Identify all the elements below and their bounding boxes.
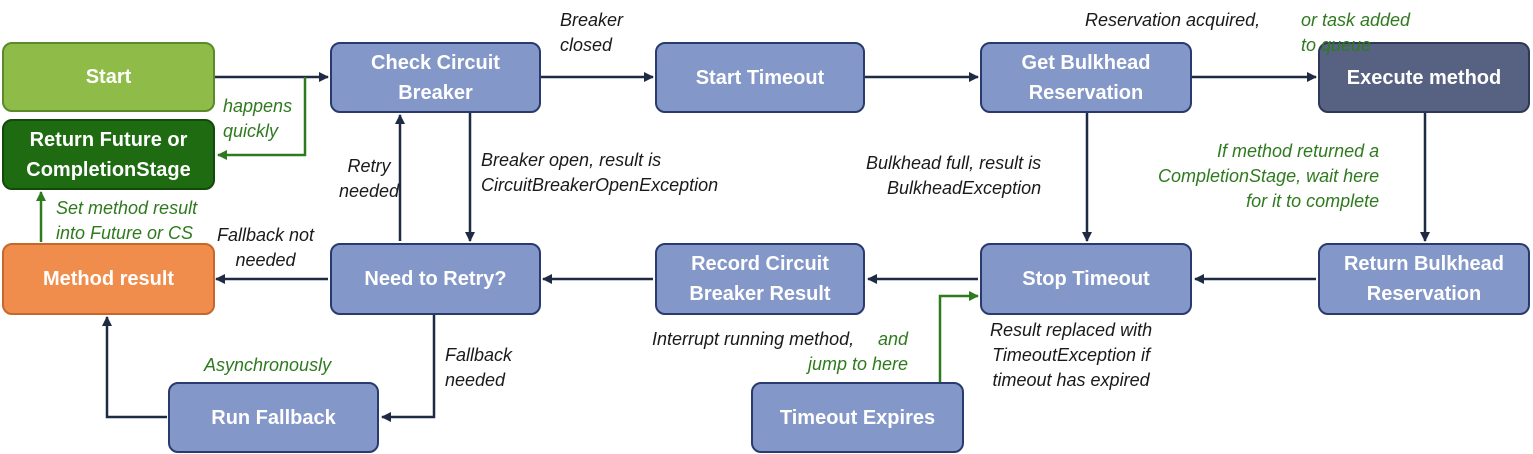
arrow-retry-to-fallback (381, 315, 436, 422)
arrow-timeout-expires-to-stop (938, 291, 979, 382)
node-stop-timeout: Stop Timeout (980, 243, 1192, 315)
label-asynchronously: Asynchronously (204, 355, 332, 375)
label-fallback-needed: Fallback needed (445, 345, 513, 390)
label-set-method-result: Set method result into Future or CS (56, 198, 198, 243)
node-execute-method: Execute method (1318, 42, 1530, 113)
label-breaker-closed: Breaker closed (560, 10, 624, 55)
node-method-result: Method result (2, 243, 215, 315)
label-interrupt-running: Interrupt running method, (652, 329, 855, 349)
arrow-fallback-to-method-result (102, 316, 167, 419)
label-fallback-not-needed: Fallback not needed (217, 225, 315, 270)
label-reservation-acquired: Reservation acquired, (1085, 10, 1261, 30)
arrow-happens-quickly (217, 77, 307, 160)
label-happens-quickly: happens quickly (223, 96, 293, 141)
node-run-fallback: Run Fallback (168, 382, 379, 453)
node-check-circuit-breaker: Check Circuit Breaker (330, 42, 541, 113)
label-retry-needed: Retry needed (339, 156, 400, 201)
node-need-to-retry: Need to Retry? (330, 243, 541, 315)
label-or-task-added: or task added to queue (1301, 10, 1411, 55)
node-start-timeout: Start Timeout (655, 42, 865, 113)
label-if-method-returned: If method returned a CompletionStage, wa… (1158, 141, 1380, 211)
label-and-jump: and jump to here (808, 329, 909, 374)
label-bulkhead-full: Bulkhead full, result is BulkheadExcepti… (866, 153, 1042, 198)
label-result-replaced: Result replaced with TimeoutException if… (990, 320, 1153, 390)
node-return-bulkhead: Return Bulkhead Reservation (1318, 243, 1530, 315)
node-record-circuit-breaker: Record Circuit Breaker Result (655, 243, 865, 315)
node-get-bulkhead: Get Bulkhead Reservation (980, 42, 1192, 113)
node-timeout-expires: Timeout Expires (751, 382, 964, 453)
node-return-future: Return Future or CompletionStage (2, 119, 215, 190)
node-start: Start (2, 42, 215, 112)
label-breaker-open: Breaker open, result is CircuitBreakerOp… (481, 150, 719, 195)
